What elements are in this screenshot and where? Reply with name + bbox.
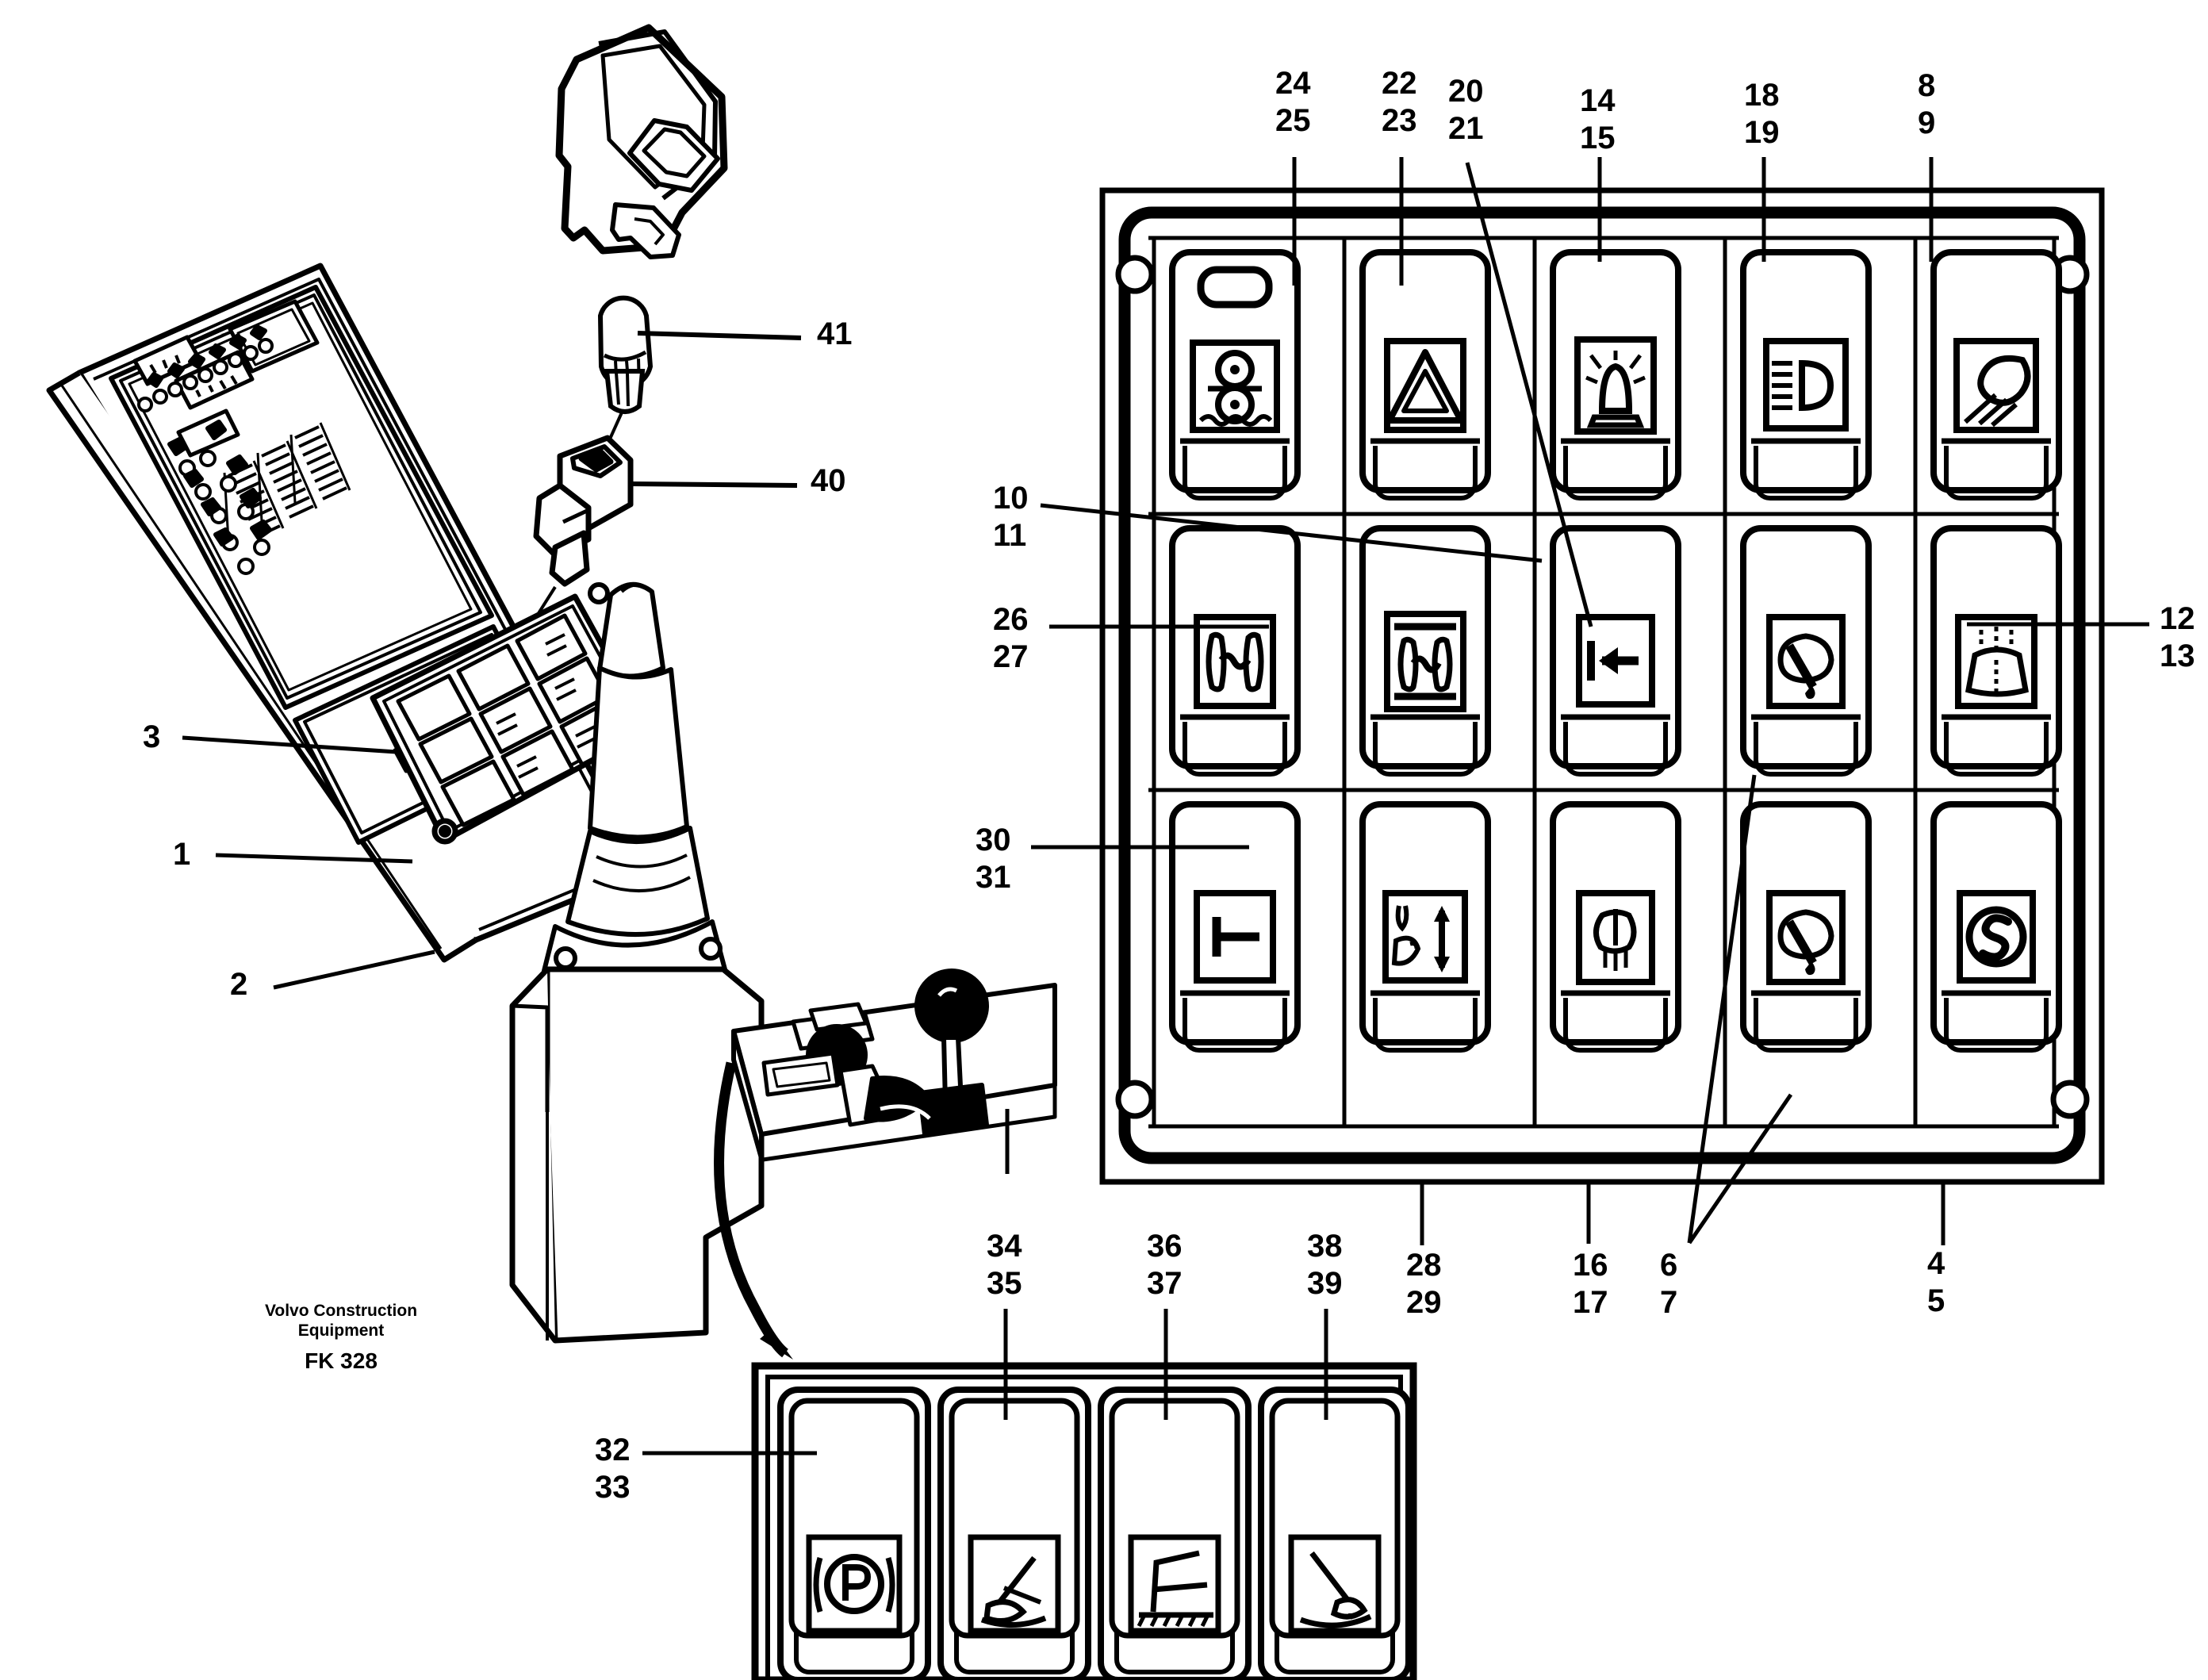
callout-16-17: 16 17 bbox=[1573, 1248, 1608, 1320]
leader-20-21 bbox=[1465, 162, 1593, 627]
switch-r1c5[interactable] bbox=[1934, 252, 2059, 498]
reference-arrow bbox=[714, 1061, 793, 1360]
rear-window-heater-icon bbox=[1955, 614, 2037, 709]
switch-cap bbox=[1197, 266, 1273, 309]
callout-38-39: 38 39 bbox=[1307, 1229, 1343, 1301]
switch-r2c3[interactable] bbox=[1553, 528, 1678, 774]
bulb-holder bbox=[533, 435, 634, 587]
differential-lock-bars-icon bbox=[1384, 611, 1466, 712]
switch-r2c2[interactable] bbox=[1363, 528, 1488, 774]
callout-20-21: 20 21 bbox=[1448, 74, 1484, 146]
ride-control-icon bbox=[1190, 339, 1280, 433]
callout-30-31: 30 31 bbox=[976, 823, 1011, 895]
callout-6-7: 6 7 bbox=[1660, 1248, 1678, 1320]
joystick-lever bbox=[509, 582, 765, 1344]
indicator-bulb bbox=[597, 295, 654, 414]
switch-r3c3[interactable] bbox=[1553, 804, 1678, 1050]
switch-r3c1[interactable] bbox=[1172, 804, 1298, 1050]
switch-r2c5[interactable] bbox=[1934, 528, 2059, 774]
leader-2 bbox=[273, 949, 435, 990]
callout-2: 2 bbox=[230, 967, 248, 1002]
callout-3: 3 bbox=[143, 719, 161, 754]
switch-r1c3[interactable] bbox=[1553, 252, 1678, 498]
leader-3 bbox=[182, 735, 397, 754]
lower-switch-1[interactable] bbox=[777, 1387, 931, 1680]
front-wiper-icon bbox=[1766, 614, 1846, 709]
parking-brake-p-icon bbox=[806, 1534, 903, 1634]
drawing-code: FK 328 bbox=[305, 1348, 378, 1373]
arrow-to-bar-icon bbox=[1576, 614, 1655, 708]
rotating-beacon-icon bbox=[1574, 336, 1657, 435]
leader-10-11 bbox=[1040, 503, 1543, 563]
callout-18-19: 18 19 bbox=[1744, 78, 1780, 150]
panel-screw-tl bbox=[1115, 255, 1155, 294]
switch-r3c4[interactable] bbox=[1743, 804, 1869, 1050]
switch-r1c2[interactable] bbox=[1363, 252, 1488, 498]
leader-6a bbox=[1687, 774, 1757, 1244]
callout-34-35: 34 35 bbox=[987, 1229, 1022, 1301]
low-beam-headlight-icon bbox=[1763, 338, 1849, 432]
rocker-switch-body bbox=[555, 24, 728, 259]
callout-12-13: 12 13 bbox=[2160, 601, 2195, 673]
lower-switch-2[interactable] bbox=[937, 1387, 1091, 1680]
leader-41 bbox=[637, 331, 802, 340]
rear-wiper-icon bbox=[1766, 890, 1846, 985]
callout-32-33: 32 33 bbox=[595, 1433, 631, 1505]
attachment-tilt-icon bbox=[968, 1534, 1061, 1634]
differential-lock-icon bbox=[1194, 614, 1276, 709]
lower-switch-4[interactable] bbox=[1258, 1387, 1412, 1680]
callout-10-11: 10 11 bbox=[993, 481, 1029, 553]
attachment-lower-icon bbox=[1288, 1534, 1382, 1634]
callout-4-5: 4 5 bbox=[1927, 1246, 1945, 1318]
lower-switch-panel-4 bbox=[751, 1362, 1417, 1680]
t-lock-icon bbox=[1194, 890, 1276, 984]
callout-1: 1 bbox=[173, 837, 191, 872]
callout-40: 40 bbox=[811, 463, 846, 498]
callout-14-15: 14 15 bbox=[1580, 83, 1616, 155]
panel-screw-br bbox=[2050, 1080, 2090, 1119]
callout-41: 41 bbox=[817, 316, 853, 351]
brand-line-2: Equipment bbox=[297, 1321, 385, 1340]
leader-lines-main bbox=[1031, 157, 2149, 1245]
hazard-triangle-icon bbox=[1384, 338, 1466, 433]
joystick-base-panel bbox=[731, 968, 1057, 1174]
work-light-icon bbox=[1953, 338, 2039, 433]
lower-switch-3[interactable] bbox=[1098, 1387, 1252, 1680]
leader-lines-console bbox=[182, 735, 435, 990]
panel-screw-bl bbox=[1115, 1080, 1155, 1119]
switch-r2c1[interactable] bbox=[1172, 528, 1298, 774]
circled-s-icon bbox=[1957, 890, 2036, 984]
leader-1 bbox=[215, 853, 413, 864]
switch-r3c2[interactable] bbox=[1363, 804, 1488, 1050]
leader-lines-lower bbox=[642, 1309, 1328, 1456]
blade-ground-icon bbox=[1128, 1534, 1221, 1634]
callout-8-9: 8 9 bbox=[1918, 68, 1936, 140]
switch-r1c1[interactable] bbox=[1172, 252, 1298, 498]
bucket-float-icon bbox=[1382, 890, 1468, 984]
callout-24-25: 24 25 bbox=[1275, 66, 1311, 138]
washer-fluid-icon bbox=[1576, 890, 1655, 985]
callout-26-27: 26 27 bbox=[993, 602, 1029, 674]
switch-panel-15 bbox=[1099, 187, 2105, 1185]
callout-36-37: 36 37 bbox=[1147, 1229, 1183, 1301]
switch-r2c4[interactable] bbox=[1743, 528, 1869, 774]
brand-line-1: Volvo Construction bbox=[264, 1302, 418, 1320]
switch-r3c5[interactable] bbox=[1934, 804, 2059, 1050]
leader-6b bbox=[1687, 1093, 1793, 1245]
callout-22-23: 22 23 bbox=[1382, 66, 1417, 138]
callout-28-29: 28 29 bbox=[1406, 1248, 1442, 1320]
switch-r1c4[interactable] bbox=[1743, 252, 1869, 498]
leader-40 bbox=[631, 481, 798, 488]
